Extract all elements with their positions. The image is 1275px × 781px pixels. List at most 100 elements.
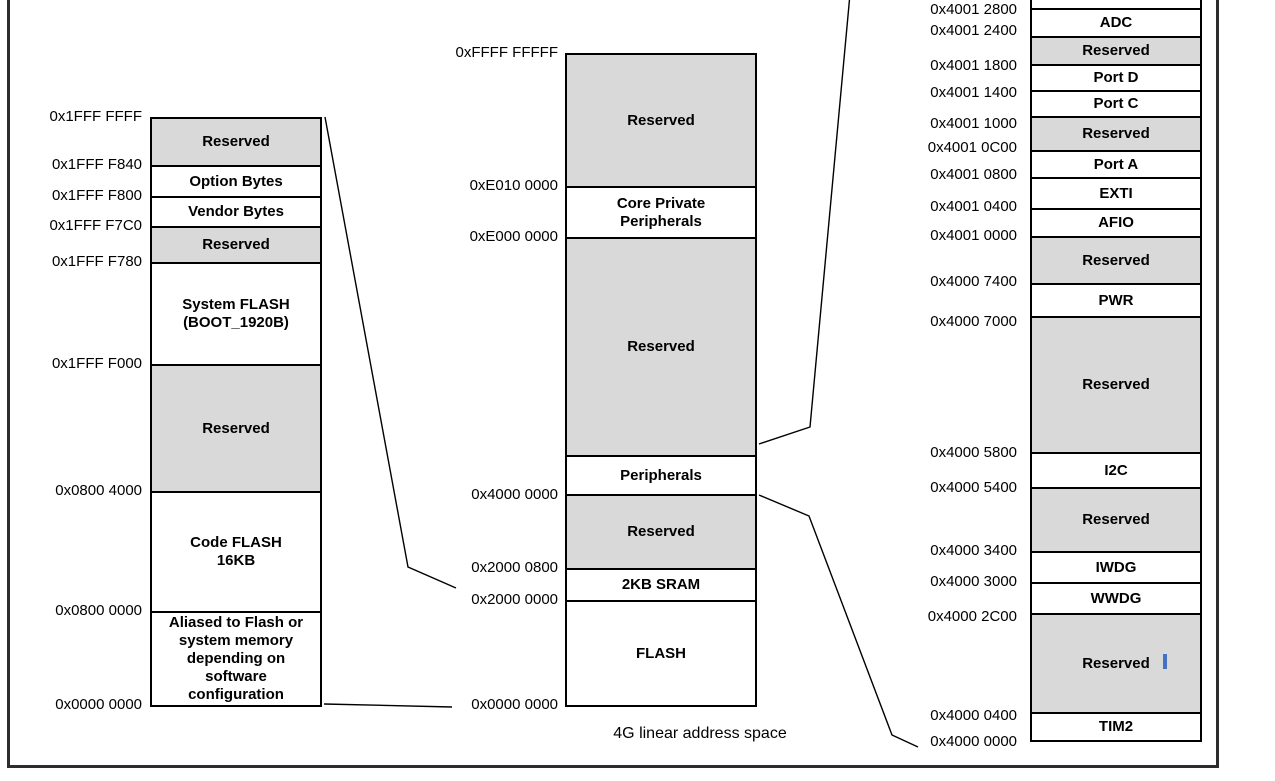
memory-block-reserved: Reserved: [1030, 236, 1202, 285]
memory-block-label: WWDG: [1090, 589, 1142, 607]
memory-block-reserved: Reserved: [565, 53, 757, 188]
memory-block-label: PWR: [1098, 291, 1134, 309]
memory-block: IWDG: [1030, 551, 1202, 584]
address-label: 0x4000 5800: [930, 444, 1017, 461]
address-label: 0x0000 0000: [471, 696, 558, 713]
address-label: 0x4000 7400: [930, 273, 1017, 290]
memory-block-label: TIM2: [1098, 718, 1134, 735]
memory-block-label: FLASH: [636, 644, 686, 662]
memory-block-label: Code FLASH 16KB: [190, 534, 282, 569]
memory-block-reserved: Reserved: [1030, 316, 1202, 454]
memory-block-label: Port D: [1093, 69, 1139, 86]
address-label: 0x4000 3400: [930, 542, 1017, 559]
memory-block-label: Aliased to Flash or system memory depend…: [168, 614, 304, 703]
address-label: 0x4000 0400: [930, 707, 1017, 724]
memory-block: PWR: [1030, 283, 1202, 318]
memory-block-label: I2C: [1104, 461, 1128, 479]
address-label: 0x1FFF F780: [51, 253, 142, 270]
memory-block: FLASH: [565, 600, 757, 707]
address-label: 0x4000 2C00: [927, 608, 1017, 625]
caption-4g-address-space: 4G linear address space: [613, 725, 787, 742]
memory-block-label: Reserved: [1082, 125, 1150, 142]
memory-block-label: Reserved: [202, 236, 270, 253]
memory-block-label: Reserved: [627, 523, 695, 540]
memory-block-label: Core Private Peripherals: [616, 194, 706, 230]
address-label: 0x4001 2400: [930, 22, 1017, 39]
address-label: 0x1FFF F840: [51, 156, 142, 173]
memory-block: AFIO: [1030, 208, 1202, 238]
memory-block: TIM2: [1030, 712, 1202, 742]
memory-block: EXTI: [1030, 177, 1202, 210]
address-label: 0xFFFF FFFFF: [455, 44, 558, 61]
memory-block-reserved: Reserved: [1030, 36, 1202, 66]
memory-block-reserved: Reserved: [150, 364, 322, 493]
memory-block-reserved: Reserved: [1030, 487, 1202, 553]
memory-block-label: Reserved: [1082, 654, 1150, 672]
memory-block: Port A: [1030, 150, 1202, 179]
address-label: 0x4001 1800: [930, 57, 1017, 74]
address-label: 0x4000 0000: [471, 486, 558, 503]
memory-block-label: Vendor Bytes: [188, 203, 284, 220]
memory-block-label: Option Bytes: [189, 172, 283, 190]
address-label: 0x4001 0C00: [927, 139, 1017, 156]
memory-block: Core Private Peripherals: [565, 186, 757, 239]
address-label: 0x4000 3000: [930, 573, 1017, 590]
memory-block-label: Reserved: [1082, 511, 1150, 528]
memory-block: Port C: [1030, 90, 1202, 118]
memory-block-label: Reserved: [627, 111, 695, 129]
memory-block-label: Reserved: [1082, 42, 1150, 59]
memory-block-label: IWDG: [1095, 558, 1137, 576]
memory-block: I2C: [1030, 452, 1202, 489]
address-label: 0x4000 7000: [930, 313, 1017, 330]
memory-block-label: Reserved: [202, 419, 270, 437]
address-label: 0x4001 0400: [930, 198, 1017, 215]
memory-block-label: System FLASH (BOOT_1920B): [182, 296, 290, 331]
address-label: 0x4000 5400: [930, 479, 1017, 496]
address-label: 0x4001 0000: [930, 227, 1017, 244]
address-label: 0x0000 0000: [55, 696, 142, 713]
memory-block-label: ADC: [1099, 14, 1133, 31]
memory-block-reserved: Reserved: [150, 226, 322, 264]
address-label: 0x0800 0000: [55, 602, 142, 619]
memory-block-label: Reserved: [1082, 376, 1150, 393]
memory-block-label: Port C: [1093, 95, 1139, 112]
text-cursor-artifact: [1163, 654, 1167, 669]
address-label: 0x2000 0000: [471, 591, 558, 608]
memory-block-label: Peripherals: [620, 466, 702, 484]
memory-block-reserved: Reserved: [565, 237, 757, 457]
memory-block: Aliased to Flash or system memory depend…: [150, 611, 322, 707]
memory-block-label: 2KB SRAM: [621, 576, 701, 593]
address-label: 0xE010 0000: [469, 177, 558, 194]
memory-block-label: Reserved: [1082, 251, 1150, 269]
memory-block-label: Reserved: [202, 133, 270, 150]
address-label: 0x4001 1000: [930, 115, 1017, 132]
memory-block: Port D: [1030, 64, 1202, 92]
memory-block-reserved: Reserved: [1030, 116, 1202, 152]
memory-block-reserved: Reserved: [1030, 613, 1202, 714]
address-label: 0x4001 0800: [930, 166, 1017, 183]
address-label: 0xE000 0000: [469, 228, 558, 245]
memory-block: System FLASH (BOOT_1920B): [150, 262, 322, 366]
memory-block-label: AFIO: [1098, 214, 1134, 231]
address-label: 0x4000 0000: [930, 733, 1017, 750]
address-label: 0x1FFF FFFF: [49, 108, 143, 125]
memory-block: WWDG: [1030, 582, 1202, 615]
memory-block-label: Reserved: [627, 338, 695, 355]
memory-block-label: Port A: [1093, 155, 1139, 173]
address-label: 0x4001 2800: [930, 1, 1017, 18]
address-label: 0x0800 4000: [55, 482, 142, 499]
address-label: 0x1FFF F7C0: [49, 217, 142, 234]
address-label: 0x4001 1400: [930, 84, 1017, 101]
address-label: 0x1FFF F000: [51, 355, 142, 372]
memory-block-label: EXTI: [1099, 184, 1133, 202]
address-label: 0x1FFF F800: [51, 187, 142, 204]
memory-block: ADC: [1030, 8, 1202, 38]
memory-block-reserved: Reserved: [150, 117, 322, 167]
